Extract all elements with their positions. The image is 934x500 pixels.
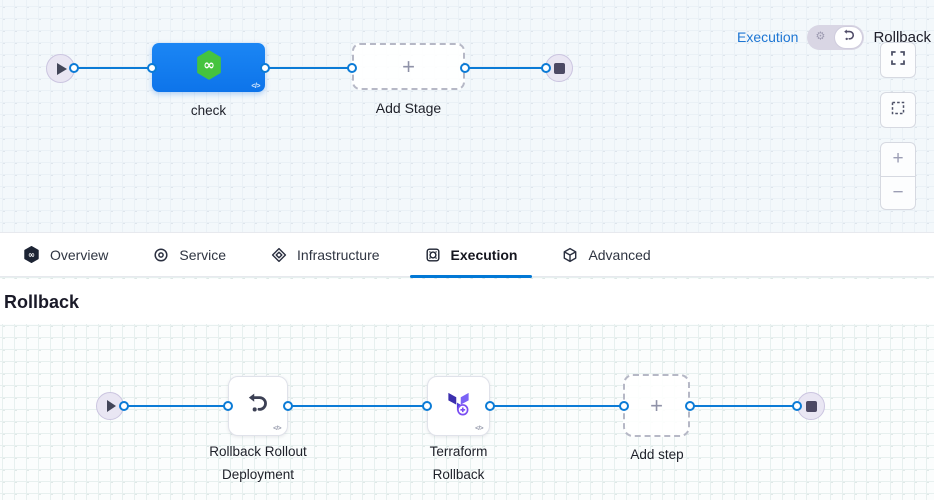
connector-line xyxy=(288,405,427,407)
connector-port[interactable] xyxy=(260,63,270,73)
connector-port[interactable] xyxy=(460,63,470,73)
stage-node-check[interactable]: ∞ </> xyxy=(152,43,265,92)
connector-line xyxy=(465,67,546,69)
marquee-select-icon xyxy=(890,100,906,121)
connector-port[interactable] xyxy=(485,401,495,411)
tab-label: Advanced xyxy=(588,246,651,263)
code-icon: </> xyxy=(251,83,260,90)
rollback-header: Rollback xyxy=(0,279,934,324)
connector-port[interactable] xyxy=(792,401,802,411)
toggle-thumb xyxy=(834,25,864,49)
connector-port[interactable] xyxy=(147,63,157,73)
zoom-out-icon: − xyxy=(892,181,904,203)
connector-port[interactable] xyxy=(685,401,695,411)
tab-overview[interactable]: ∞ Overview xyxy=(8,233,123,276)
connector-port[interactable] xyxy=(119,401,129,411)
connector-line xyxy=(265,67,352,69)
tab-infrastructure[interactable]: Infrastructure xyxy=(256,233,394,276)
tab-label: Execution xyxy=(450,246,518,263)
step-name-label: Terraform Rollback xyxy=(429,444,488,482)
fullscreen-icon xyxy=(890,50,906,71)
terraform-icon xyxy=(445,390,472,422)
connector-port[interactable] xyxy=(223,401,233,411)
plus-icon: + xyxy=(402,53,415,79)
tab-label: Overview xyxy=(50,246,109,263)
add-step-label: Add step xyxy=(630,447,684,462)
marquee-select-button[interactable] xyxy=(880,92,916,128)
stage-name-label: check xyxy=(190,103,227,118)
step-name-label: Rollback Rollout Deployment xyxy=(209,444,307,482)
code-icon: </> xyxy=(273,425,281,432)
execution-rollback-toggle[interactable]: ⚙ xyxy=(807,24,865,50)
execution-rollback-switcher: Execution ⚙ Rollback xyxy=(737,24,931,50)
zoom-controls: + − xyxy=(880,142,916,210)
add-step-button[interactable]: + xyxy=(623,374,690,437)
zoom-in-icon: + xyxy=(892,148,904,170)
connector-port[interactable] xyxy=(619,401,629,411)
svg-text:∞: ∞ xyxy=(203,58,215,74)
rollback-toggle-icon xyxy=(842,28,856,47)
tab-execution[interactable]: Execution xyxy=(409,233,533,278)
execution-link[interactable]: Execution xyxy=(736,29,799,45)
connector-port[interactable] xyxy=(347,63,357,73)
tab-label: Service xyxy=(179,246,227,263)
stop-icon xyxy=(553,62,565,74)
infrastructure-icon xyxy=(271,247,287,263)
add-stage-button[interactable]: + xyxy=(352,43,465,90)
connector-line xyxy=(690,405,797,407)
stage-tabbar: ∞ Overview Service Infrastructure xyxy=(0,232,934,278)
rollback-step-icon xyxy=(245,390,272,422)
execution-icon xyxy=(425,247,441,263)
stop-icon xyxy=(805,400,817,412)
connector-line xyxy=(124,405,228,407)
connector-port[interactable] xyxy=(69,63,79,73)
stage-canvas[interactable]: ∞ </> check + Add Stage xyxy=(0,0,934,232)
step-node-terraform-rollback[interactable]: </> xyxy=(427,376,490,436)
connector-port[interactable] xyxy=(283,401,293,411)
rollback-section-title: Rollback xyxy=(4,292,80,312)
code-icon: </> xyxy=(475,425,483,432)
svg-text:∞: ∞ xyxy=(28,250,35,260)
overview-icon: ∞ xyxy=(23,246,40,263)
plus-icon: + xyxy=(650,392,663,418)
tab-service[interactable]: Service xyxy=(138,233,241,276)
tab-label: Infrastructure xyxy=(297,246,380,263)
execution-gear-icon: ⚙ xyxy=(815,30,826,43)
add-stage-label: Add Stage xyxy=(375,100,442,116)
service-icon xyxy=(153,247,169,263)
rollback-start-button[interactable] xyxy=(96,392,124,420)
play-icon xyxy=(57,62,67,75)
harness-icon: ∞ xyxy=(194,50,224,85)
connector-port[interactable] xyxy=(541,63,551,73)
tab-advanced[interactable]: Advanced xyxy=(547,233,665,276)
step-node-rollback-rollout[interactable]: </> xyxy=(228,376,288,436)
connector-line xyxy=(490,405,624,407)
play-icon xyxy=(107,400,116,412)
fullscreen-button[interactable] xyxy=(880,42,916,78)
pipeline-end-button[interactable] xyxy=(545,54,573,82)
connector-line xyxy=(74,67,152,69)
zoom-out-button[interactable]: − xyxy=(881,177,915,210)
rollback-toggle-label: Rollback xyxy=(873,28,931,46)
zoom-in-button[interactable]: + xyxy=(881,143,915,177)
connector-port[interactable] xyxy=(422,401,432,411)
advanced-icon xyxy=(562,247,578,263)
